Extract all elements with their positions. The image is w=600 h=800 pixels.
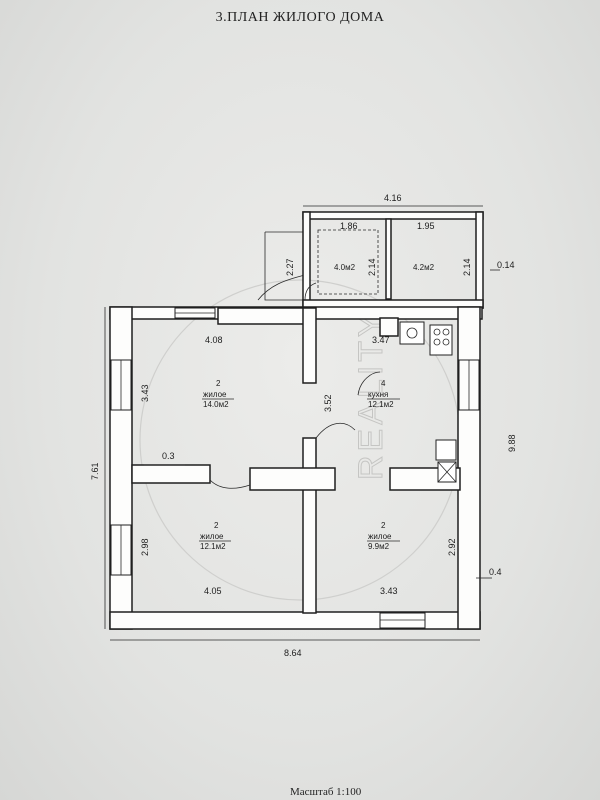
- dim-right-height: 9.88: [507, 434, 517, 452]
- dim-bath-height: 2.14: [462, 258, 472, 276]
- dim-left-height: 7.61: [90, 462, 100, 480]
- living2-index: 2: [214, 521, 219, 530]
- dim-wall-offset-right: 0.4: [489, 567, 502, 577]
- dim-top-overall: 4.16: [384, 193, 402, 203]
- living3-name: жилое: [368, 532, 392, 541]
- door-swings: [209, 282, 381, 489]
- dim-hall-height: 2.14: [367, 258, 377, 276]
- living1-name: жилое: [203, 390, 227, 399]
- dim-bath-width: 1.95: [417, 221, 435, 231]
- dim-bottom-overall: 8.64: [284, 648, 302, 658]
- living2-area: 12.1м2: [200, 542, 226, 551]
- dim-kitchen-width: 3.47: [372, 335, 390, 345]
- dim-partition: 0.3: [162, 451, 175, 461]
- dim-central-wall: 3.52: [323, 394, 333, 412]
- living2-name: жилое: [200, 532, 224, 541]
- hall-inner-outline: [317, 229, 379, 295]
- porch: [257, 231, 306, 301]
- room-label-underlines: [199, 398, 400, 542]
- drawing-title: 3.ПЛАН ЖИЛОГО ДОМА: [215, 10, 385, 25]
- living1-index: 2: [216, 379, 221, 388]
- dim-living3-height: 2.92: [447, 538, 457, 556]
- dimension-lines: [104, 205, 500, 641]
- kitchen-fixtures: [399, 321, 457, 483]
- living3-index: 2: [381, 521, 386, 530]
- dim-living3-width: 3.43: [380, 586, 398, 596]
- kitchen-name: кухня: [368, 390, 388, 399]
- dim-living1-height: 3.43: [140, 384, 150, 402]
- kitchen-index: 4: [381, 379, 386, 388]
- kitchen-area: 12.1м2: [368, 400, 394, 409]
- living3-area: 9.9м2: [368, 542, 390, 551]
- dim-living2-height: 2.98: [140, 538, 150, 556]
- dim-hall-width: 1.86: [340, 221, 358, 231]
- stove-icon: [429, 324, 453, 356]
- scale-label: Масштаб 1:100: [290, 786, 362, 798]
- hall-area: 4.0м2: [334, 263, 356, 272]
- interior-walls: [131, 307, 461, 614]
- windows: [110, 307, 480, 629]
- dim-wall-offset-top: 0.14: [497, 260, 515, 270]
- bath-area: 4.2м2: [413, 263, 435, 272]
- watermark-text: REALITY: [352, 310, 390, 480]
- sink-icon: [399, 321, 425, 345]
- dim-living1-width: 4.08: [205, 335, 223, 345]
- boiler-icon: [435, 439, 457, 461]
- living1-area: 14.0м2: [203, 400, 229, 409]
- dim-porch-height: 2.27: [285, 258, 295, 276]
- dim-living2-width: 4.05: [204, 586, 222, 596]
